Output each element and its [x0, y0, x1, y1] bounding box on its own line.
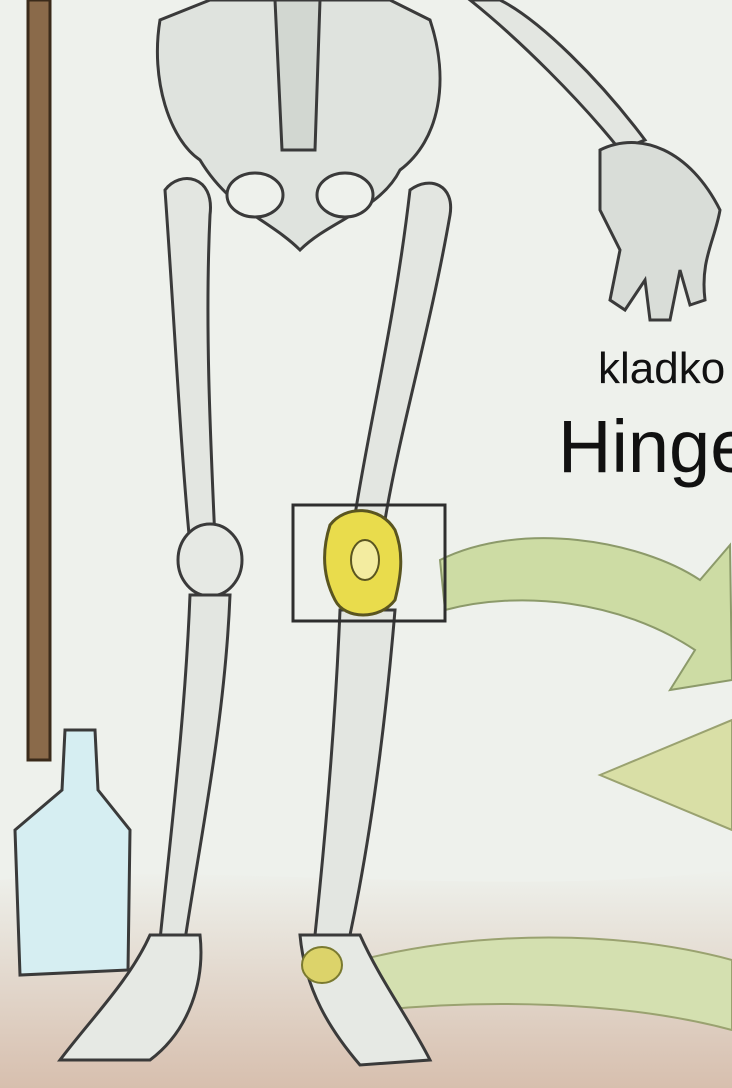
femur-right — [355, 183, 451, 520]
hinge-term-label: Hinge — [558, 404, 732, 489]
czech-term-label: kladko — [598, 344, 725, 394]
hip-socket-left — [227, 173, 283, 217]
knee-left — [178, 524, 242, 596]
spine — [275, 0, 320, 150]
knee-hinge-detail — [351, 540, 379, 580]
hand — [600, 143, 720, 321]
ankle-highlight — [302, 947, 342, 983]
spade-blade — [15, 730, 130, 975]
arrow-upper — [440, 538, 732, 690]
arrow-middle — [600, 720, 732, 830]
hip-socket-right — [317, 173, 373, 217]
spade-handle — [28, 0, 50, 760]
femur-left — [165, 179, 215, 545]
arm-bone — [470, 0, 645, 150]
